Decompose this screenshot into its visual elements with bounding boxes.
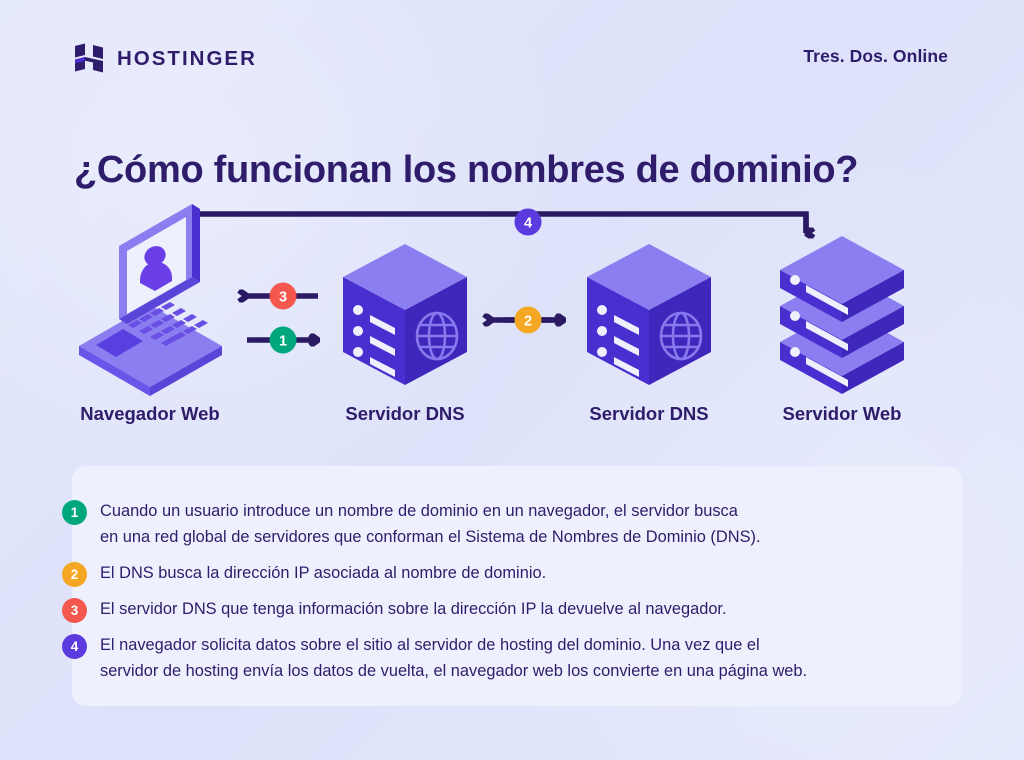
dns-server-icon-1 [343,244,467,385]
node-label-dns-remote: Servidor DNS [589,403,709,424]
legend-text-1-line2: en una red global de servidores que conf… [100,528,761,546]
list-item: 1 Cuando un usuario introduce un nombre … [62,498,761,550]
legend-text-4-line2: servidor de hosting envía los datos de v… [100,662,808,680]
flow-badge-1 [269,326,297,354]
hostinger-logo: HOSTINGER [74,36,257,82]
flow-badge-3 [269,282,297,310]
dns-server-icon-2 [587,244,711,385]
legend-text-4: El navegador solicita datos sobre el sit… [100,632,807,684]
svg-text:2: 2 [524,314,532,330]
flow-step-1: 1 [247,326,318,354]
legend-text-2: El DNS busca la dirección IP asociada al… [100,564,547,582]
flow-step-3: 3 [247,282,318,310]
flow-badge-4 [514,208,542,236]
node-label-browser: Navegador Web [80,403,220,424]
flow-step-4: 4 [187,208,806,236]
flow-badge-2 [514,306,542,334]
legend-badge-1: 1 [62,500,87,525]
legend-badge-2: 2 [62,562,87,587]
legend-badge-3: 3 [62,598,87,623]
diagram-node-labels: Navegador Web Servidor DNS Servidor DNS … [0,403,1024,435]
hostinger-logo-text: HOSTINGER [117,46,257,70]
page-header: HOSTINGER Tres. Dos. Online [0,36,1024,82]
legend-badge-4: 4 [62,634,87,659]
legend-text-4-line1: El navegador solicita datos sobre el sit… [100,636,760,654]
page-title: ¿Cómo funcionan los nombres de dominio? [74,149,859,192]
dns-flow-diagram: 4 [0,186,1024,436]
list-item: 3 El servidor DNS que tenga información … [62,596,727,623]
legend-text-3: El servidor DNS que tenga información so… [100,600,727,618]
node-label-web-server: Servidor Web [782,403,902,424]
svg-text:3: 3 [279,290,287,306]
brand-tagline: Tres. Dos. Online [803,46,948,66]
node-label-dns-local: Servidor DNS [345,403,465,424]
legend-text-1-line1: Cuando un usuario introduce un nombre de… [100,502,738,520]
list-item: 4 El navegador solicita datos sobre el s… [62,632,807,684]
legend-card [72,466,962,706]
hostinger-logo-icon [75,43,103,73]
flow-step-2: 2 [492,306,564,334]
legend-text-1: Cuando un usuario introduce un nombre de… [100,498,761,550]
laptop-icon [79,204,222,396]
svg-text:1: 1 [279,334,287,350]
web-server-stack-icon [780,236,904,394]
list-item: 2 El DNS busca la dirección IP asociada … [62,560,546,587]
svg-text:4: 4 [524,216,532,232]
